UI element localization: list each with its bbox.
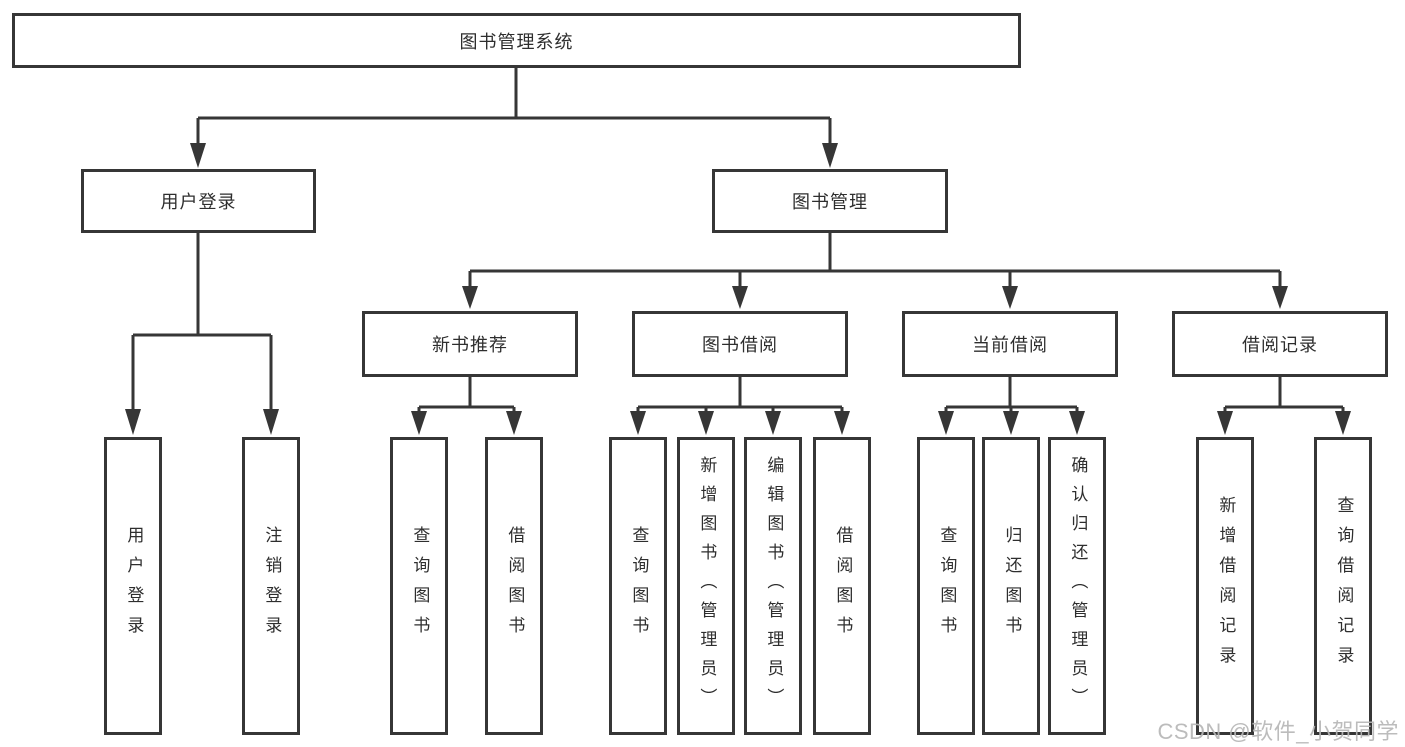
node-label: 借阅图书 bbox=[505, 526, 525, 646]
node-label: 查询图书 bbox=[629, 526, 649, 646]
leaf-query-books-current: 查询图书 bbox=[917, 437, 975, 735]
node-label: 查询借阅记录 bbox=[1334, 496, 1354, 676]
node-label: 新增借阅记录 bbox=[1216, 496, 1236, 676]
node-label: 注销登录 bbox=[262, 526, 282, 646]
watermark: CSDN @软件_小贺同学 bbox=[1157, 719, 1399, 744]
leaf-query-books-recommend: 查询图书 bbox=[390, 437, 448, 735]
node-library-management-system: 图书管理系统 bbox=[12, 13, 1021, 68]
node-label: 确认归还（管理员） bbox=[1068, 455, 1088, 717]
node-new-book-recommendation: 新书推荐 bbox=[362, 311, 578, 377]
leaf-borrow-books-borrowing: 借阅图书 bbox=[813, 437, 871, 735]
leaf-confirm-return-admin: 确认归还（管理员） bbox=[1048, 437, 1106, 735]
leaf-add-book-admin: 新增图书（管理员） bbox=[677, 437, 735, 735]
node-label: 借阅图书 bbox=[833, 526, 853, 646]
leaf-user-login: 用户登录 bbox=[104, 437, 162, 735]
node-label: 借阅记录 bbox=[1242, 335, 1318, 355]
leaf-logout-login: 注销登录 bbox=[242, 437, 300, 735]
node-label: 归还图书 bbox=[1002, 526, 1022, 646]
leaf-query-borrow-record: 查询借阅记录 bbox=[1314, 437, 1372, 735]
node-label: 新书推荐 bbox=[432, 335, 508, 355]
node-label: 图书借阅 bbox=[702, 335, 778, 355]
node-user-login: 用户登录 bbox=[81, 169, 316, 233]
leaf-add-borrow-record: 新增借阅记录 bbox=[1196, 437, 1254, 735]
node-label: 编辑图书（管理员） bbox=[764, 455, 784, 717]
leaf-query-books-borrowing: 查询图书 bbox=[609, 437, 667, 735]
node-label: 查询图书 bbox=[937, 526, 957, 646]
node-borrowing-records: 借阅记录 bbox=[1172, 311, 1388, 377]
leaf-return-book: 归还图书 bbox=[982, 437, 1040, 735]
node-label: 新增图书（管理员） bbox=[697, 455, 717, 717]
leaf-edit-book-admin: 编辑图书（管理员） bbox=[744, 437, 802, 735]
node-label: 用户登录 bbox=[160, 192, 237, 212]
node-label: 查询图书 bbox=[410, 526, 430, 646]
leaf-borrow-books-recommend: 借阅图书 bbox=[485, 437, 543, 735]
node-label: 图书管理系统 bbox=[459, 31, 574, 52]
node-current-borrowing: 当前借阅 bbox=[902, 311, 1118, 377]
node-label: 当前借阅 bbox=[972, 335, 1048, 355]
node-label: 图书管理 bbox=[792, 192, 868, 212]
node-book-management: 图书管理 bbox=[712, 169, 948, 233]
node-book-borrowing: 图书借阅 bbox=[632, 311, 848, 377]
node-label: 用户登录 bbox=[124, 526, 144, 646]
